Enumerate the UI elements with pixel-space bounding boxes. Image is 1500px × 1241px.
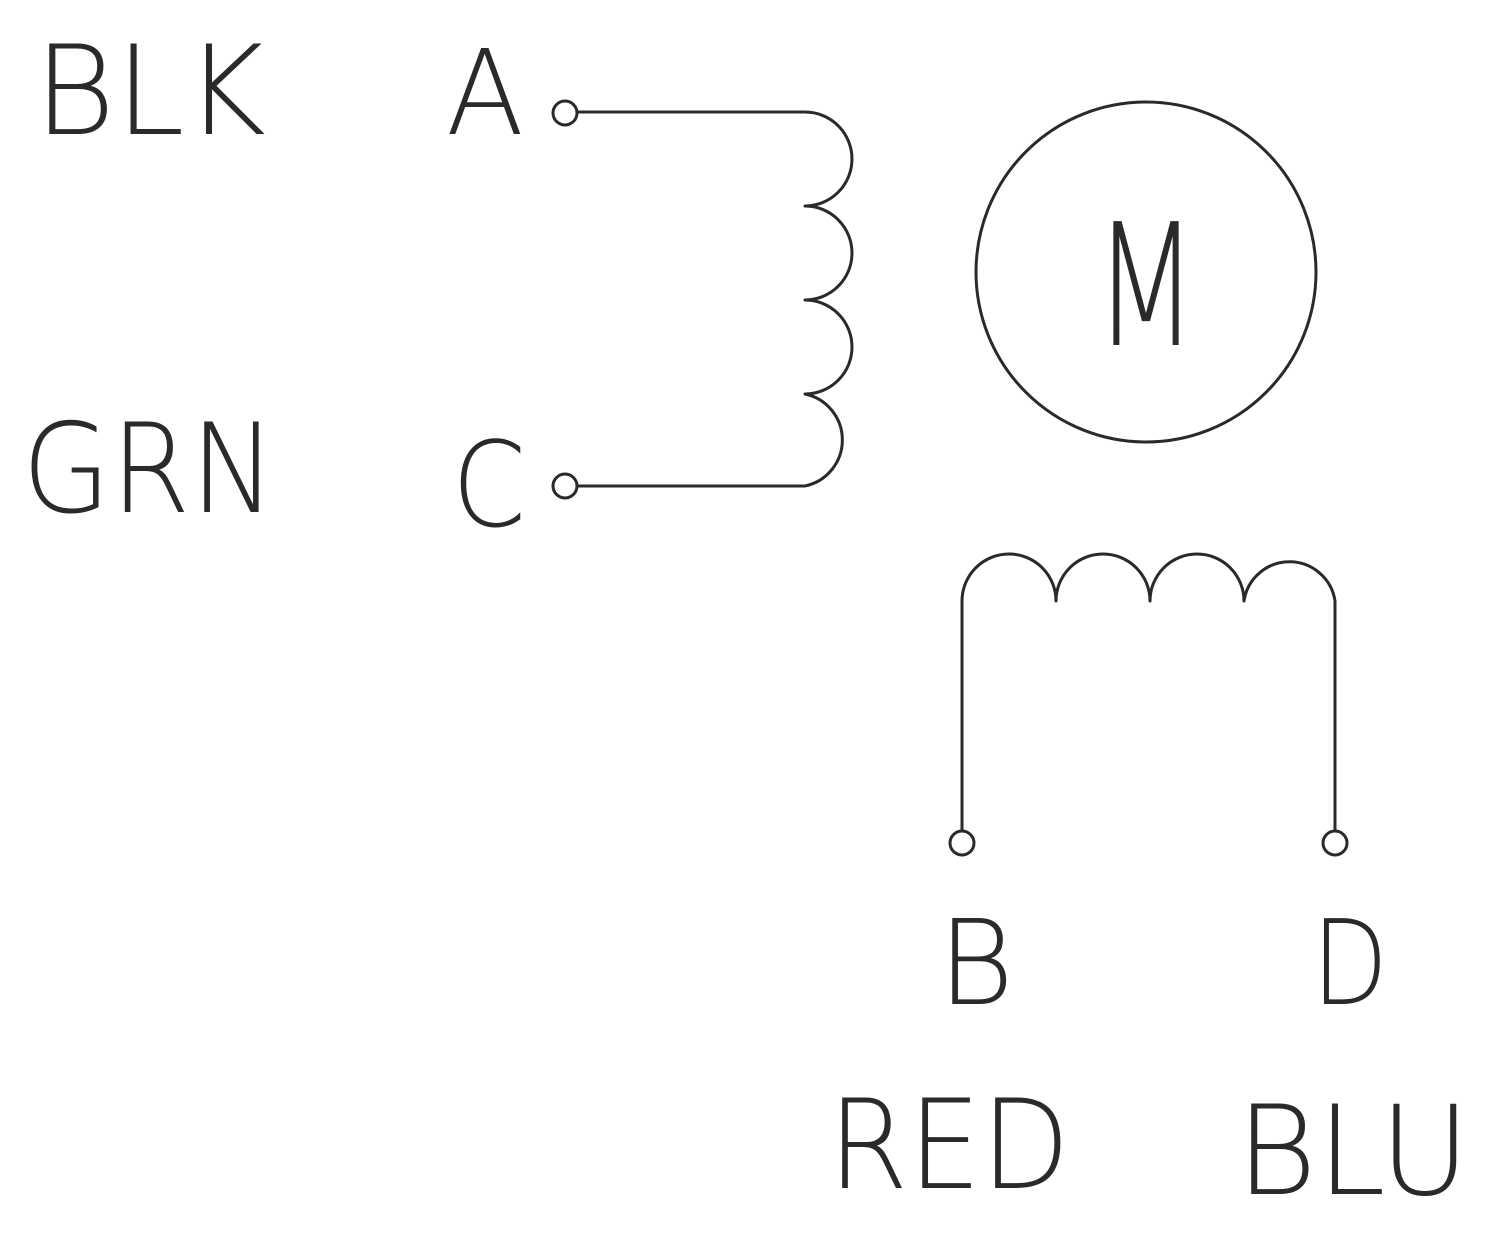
terminal-c-connector [551, 472, 579, 500]
wire-color-label-b: RED [828, 1074, 1070, 1218]
wire-color-label-c: GRN [22, 398, 276, 542]
terminal-label-d: D [1312, 894, 1388, 1032]
terminal-label-a: A [446, 24, 524, 162]
wire-color-label-a: BLK [34, 20, 266, 164]
wire-color-label-d: BLU [1236, 1080, 1470, 1224]
motor-symbol-circle [974, 100, 1318, 444]
coil-ac-winding [575, 110, 854, 488]
terminal-label-b: B [938, 894, 1014, 1032]
terminal-b-connector [948, 829, 976, 857]
terminal-a-connector [551, 99, 579, 127]
terminal-label-c: C [452, 416, 526, 554]
motor-symbol-label: M [1094, 188, 1198, 386]
terminal-d-connector [1321, 829, 1349, 857]
coil-bd-winding [960, 552, 1337, 832]
